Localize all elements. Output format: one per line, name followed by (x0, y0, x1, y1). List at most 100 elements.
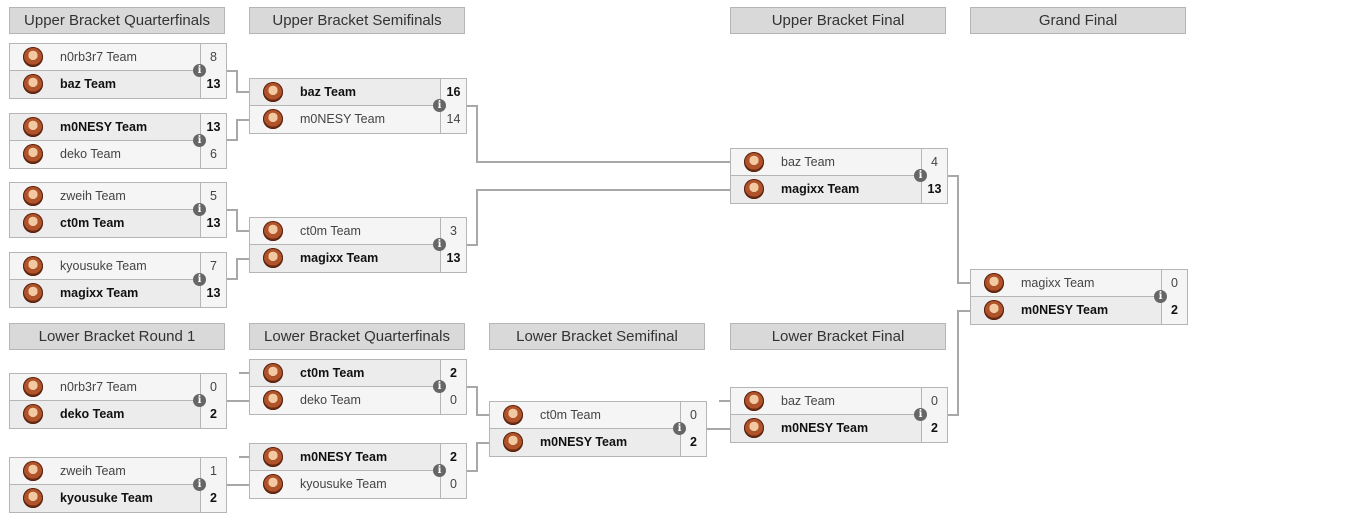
info-icon[interactable]: i (193, 394, 206, 407)
team-name: n0rb3r7 Team (60, 50, 137, 64)
info-icon[interactable]: i (673, 422, 686, 435)
connector-line (227, 258, 249, 280)
team-avatar-icon (23, 144, 43, 164)
round-header-lb-semifinal: Lower Bracket Semifinal (489, 323, 705, 350)
connector-line (467, 105, 730, 163)
info-icon[interactable]: i (433, 238, 446, 251)
info-icon[interactable]: i (193, 478, 206, 491)
team-avatar-icon (263, 221, 283, 241)
team-name: m0NESY Team (300, 450, 388, 464)
team-row[interactable]: deko Team 2 (10, 401, 226, 428)
info-icon[interactable]: i (193, 134, 206, 147)
info-icon[interactable]: i (914, 169, 927, 182)
team-row[interactable]: ct0m Team 13 (10, 210, 226, 237)
team-score: 13 (200, 210, 226, 237)
team-avatar-icon (23, 47, 43, 67)
team-name: magixx Team (1021, 276, 1095, 290)
team-name: magixx Team (60, 286, 139, 300)
team-score: 16 (440, 79, 466, 106)
info-icon[interactable]: i (1154, 290, 1167, 303)
team-name: n0rb3r7 Team (60, 380, 137, 394)
team-avatar-icon (503, 405, 523, 425)
info-icon[interactable]: i (914, 408, 927, 421)
team-name: ct0m Team (540, 408, 601, 422)
connector-line (227, 209, 249, 232)
connector-line (227, 119, 249, 141)
team-avatar-icon (744, 179, 764, 199)
info-icon[interactable]: i (433, 380, 446, 393)
info-icon[interactable]: i (193, 64, 206, 77)
connector-line (948, 175, 970, 284)
team-score: 13 (921, 176, 947, 203)
team-score: 6 (200, 141, 226, 168)
team-score: 2 (200, 401, 226, 428)
team-avatar-icon (23, 186, 43, 206)
team-avatar-icon (23, 461, 43, 481)
team-avatar-icon (984, 273, 1004, 293)
team-name: zweih Team (60, 464, 126, 478)
info-icon[interactable]: i (433, 464, 446, 477)
team-name: ct0m Team (60, 216, 125, 230)
team-name: kyousuke Team (60, 491, 153, 505)
team-score: 13 (440, 245, 466, 272)
team-avatar-icon (23, 488, 43, 508)
connector-line (948, 310, 970, 416)
team-name: ct0m Team (300, 366, 365, 380)
team-score: 13 (200, 71, 226, 98)
info-icon[interactable]: i (433, 99, 446, 112)
team-name: magixx Team (300, 251, 379, 265)
team-avatar-icon (263, 363, 283, 383)
team-name: m0NESY Team (60, 120, 148, 134)
team-score: 3 (440, 218, 466, 245)
info-icon[interactable]: i (193, 273, 206, 286)
team-avatar-icon (263, 82, 283, 102)
team-avatar-icon (744, 152, 764, 172)
info-icon[interactable]: i (193, 203, 206, 216)
team-name: deko Team (60, 407, 125, 421)
team-name: zweih Team (60, 189, 126, 203)
team-row[interactable]: magixx Team 13 (250, 245, 466, 272)
team-avatar-icon (263, 248, 283, 268)
round-header-lb-round-1: Lower Bracket Round 1 (9, 323, 225, 350)
team-score: 2 (680, 429, 706, 456)
team-avatar-icon (984, 300, 1004, 320)
team-score: 0 (440, 471, 466, 498)
team-avatar-icon (263, 109, 283, 129)
